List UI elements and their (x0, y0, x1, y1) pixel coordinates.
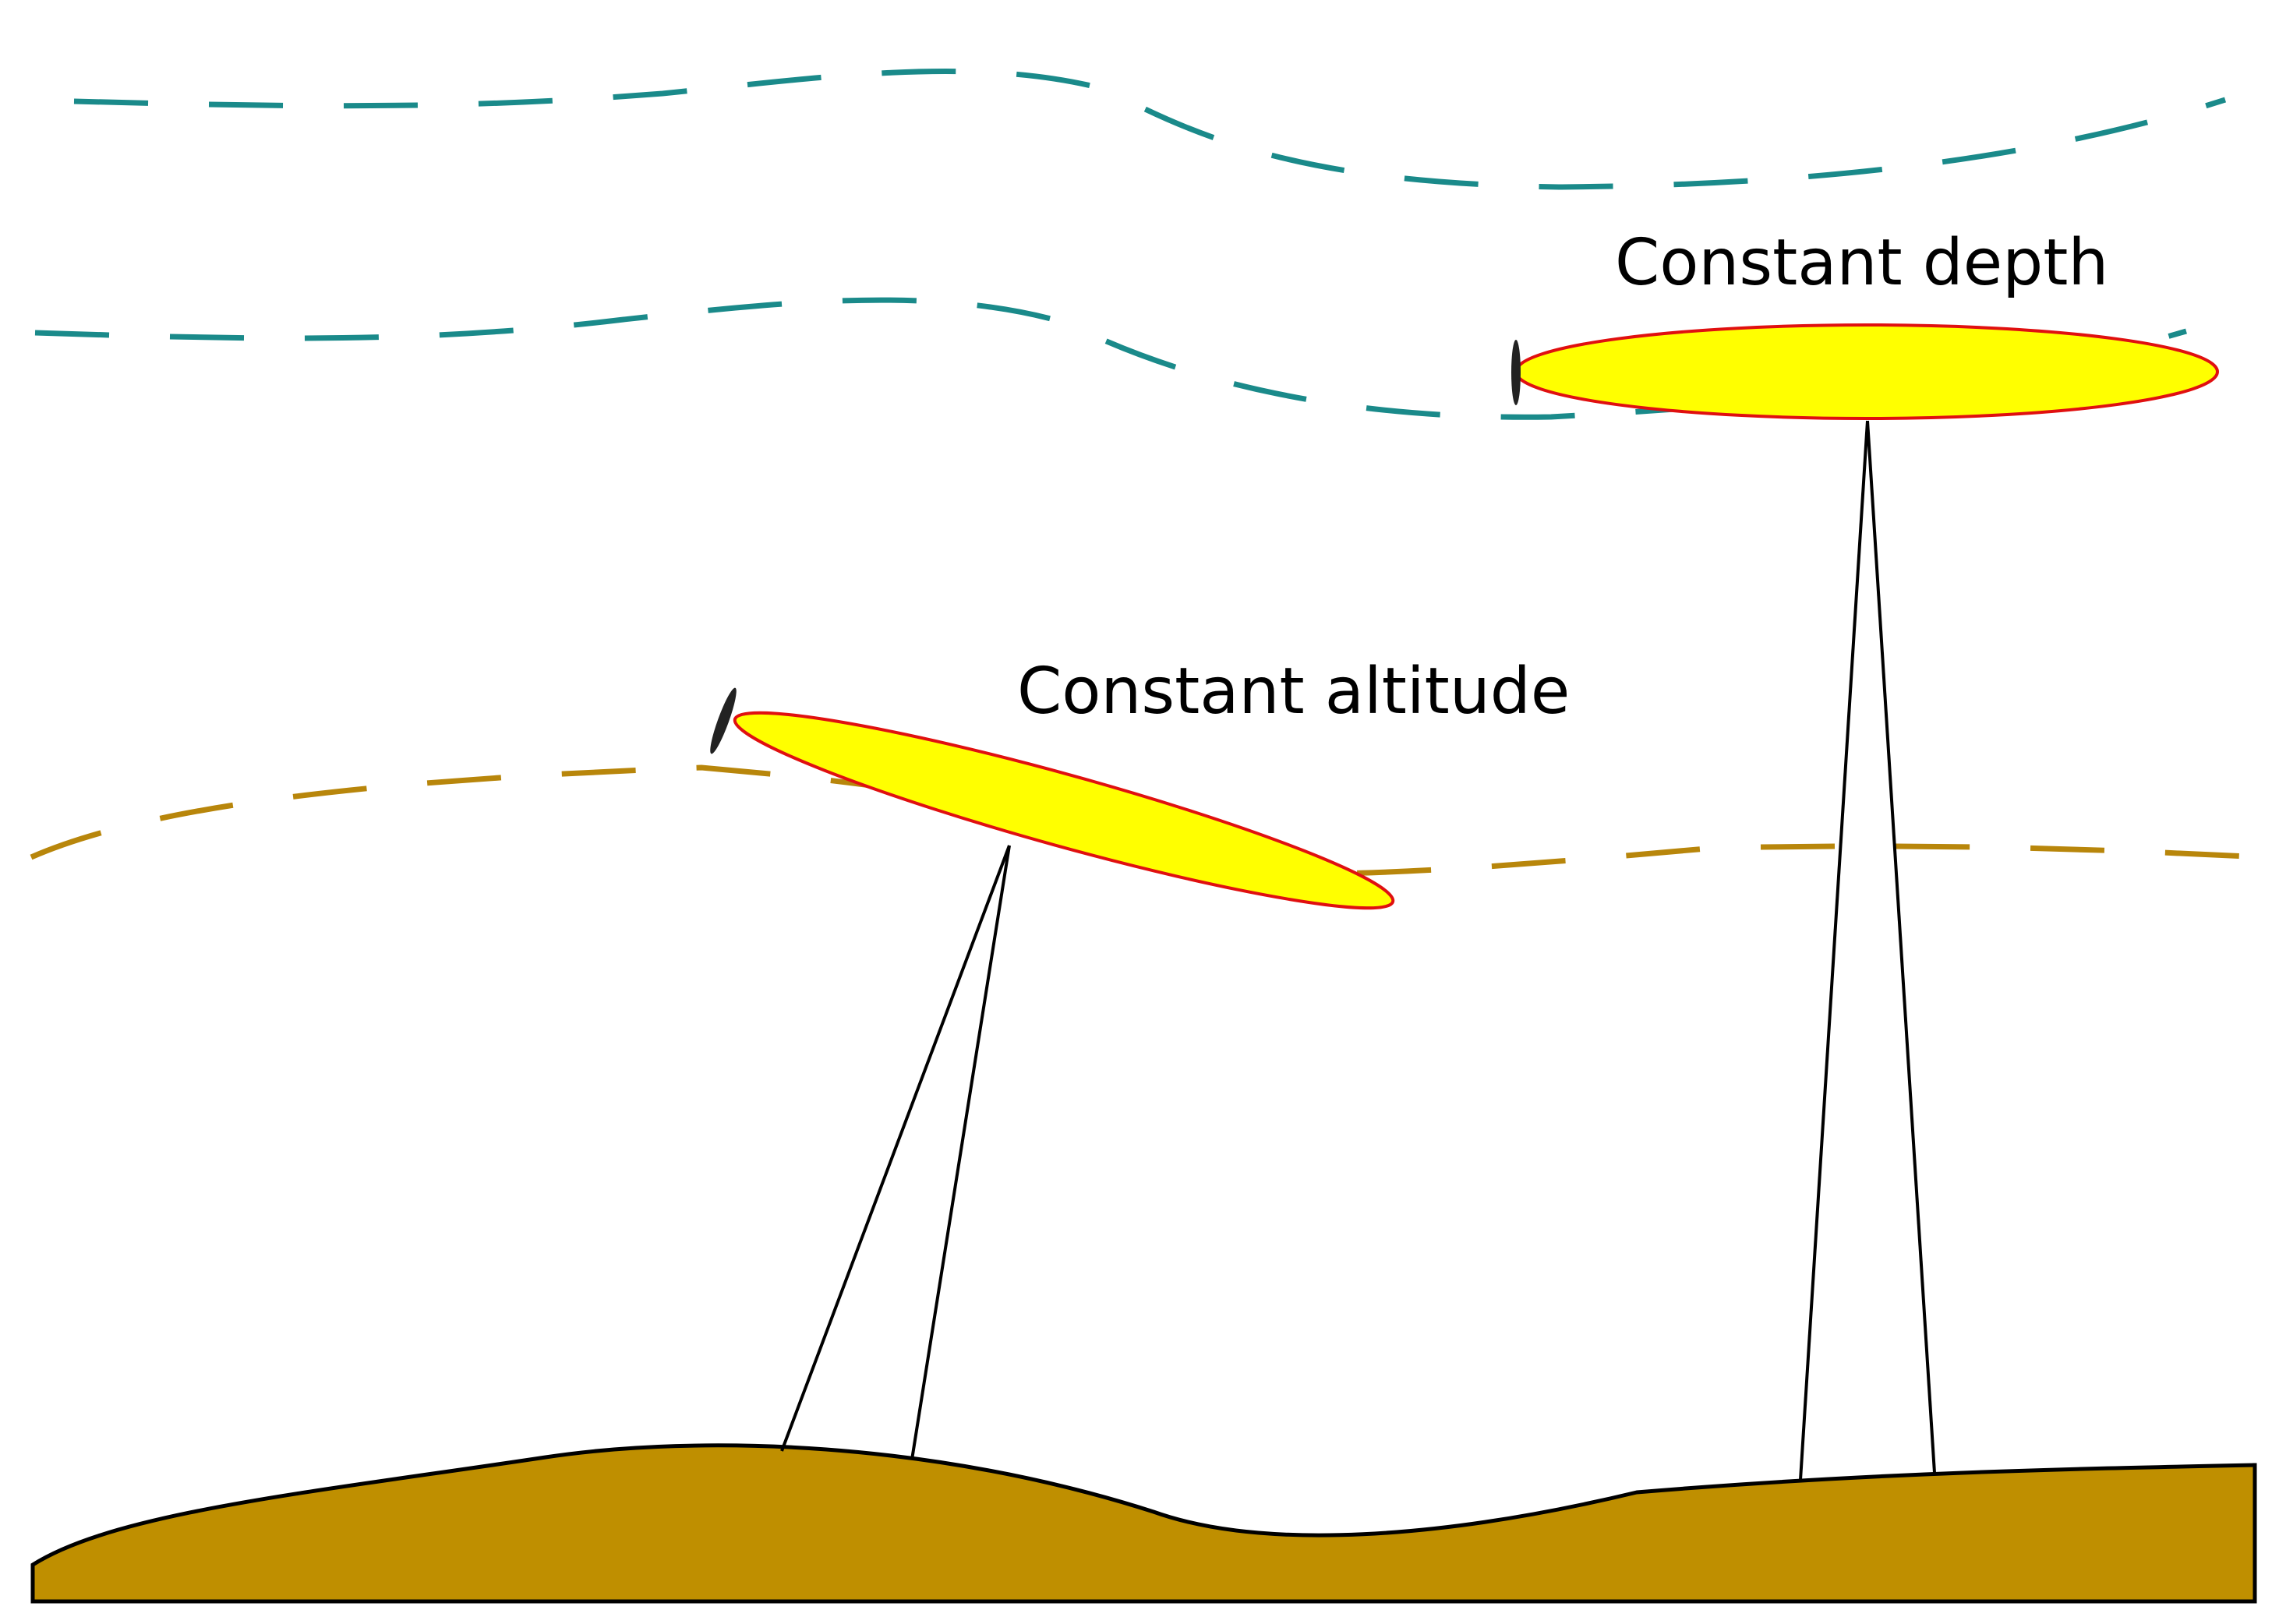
seabed (30, 1443, 2257, 1604)
label-constant-altitude: Constant altitude (1017, 655, 1570, 729)
propeller-icon (710, 687, 737, 754)
sonar-beam-right-altitude (910, 845, 1011, 1460)
sonar-beam-right-depth (1866, 420, 1936, 1474)
auv-constant-depth (1511, 323, 2219, 420)
label-constant-depth: Constant depth (1615, 226, 2108, 300)
propeller-icon (1511, 340, 1521, 405)
sonar-beam-left-depth (1799, 420, 1869, 1481)
water-surface-line-upper (73, 69, 2227, 190)
auv-body-depth (1514, 323, 2219, 420)
auv-constant-altitude (710, 687, 1395, 910)
auv-body-altitude (733, 711, 1395, 910)
sonar-beam-left-altitude (780, 845, 1011, 1452)
altitude-track-line (30, 764, 2265, 877)
